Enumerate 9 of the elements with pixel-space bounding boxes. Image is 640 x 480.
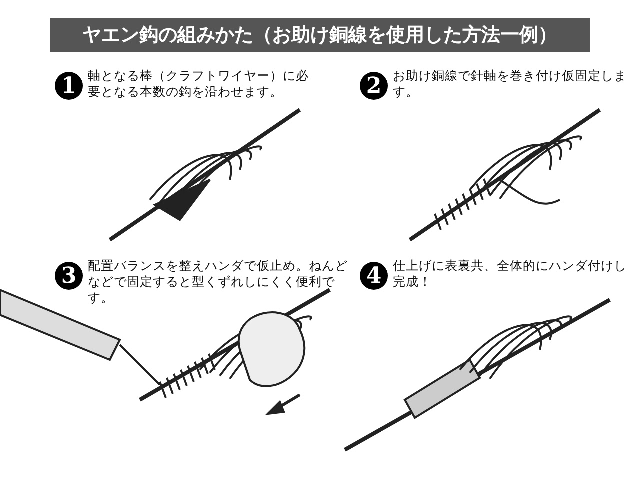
step-instruction: 配置バランスを整えハンダで仮止め。ねんどなどで固定すると型くずれしにくく便利です。: [88, 258, 349, 306]
step-instruction: 軸となる棒（クラフトワイヤー）に必要となる本数の鈎を沿わせます。: [88, 68, 310, 100]
title-banner: ヤエン鈎の組みかた（お助け銅線を使用した方法一例）: [50, 18, 590, 52]
step-instruction: 仕上げに表裏共、全体的にハンダ付けし完成！: [393, 258, 628, 290]
step-number: 2: [360, 72, 388, 100]
step-number: 1: [55, 72, 83, 100]
step-instruction: お助け銅線で針軸を巻き付け仮固定します。: [393, 68, 628, 100]
step-number: 4: [360, 262, 388, 290]
step-number: 3: [55, 262, 83, 290]
